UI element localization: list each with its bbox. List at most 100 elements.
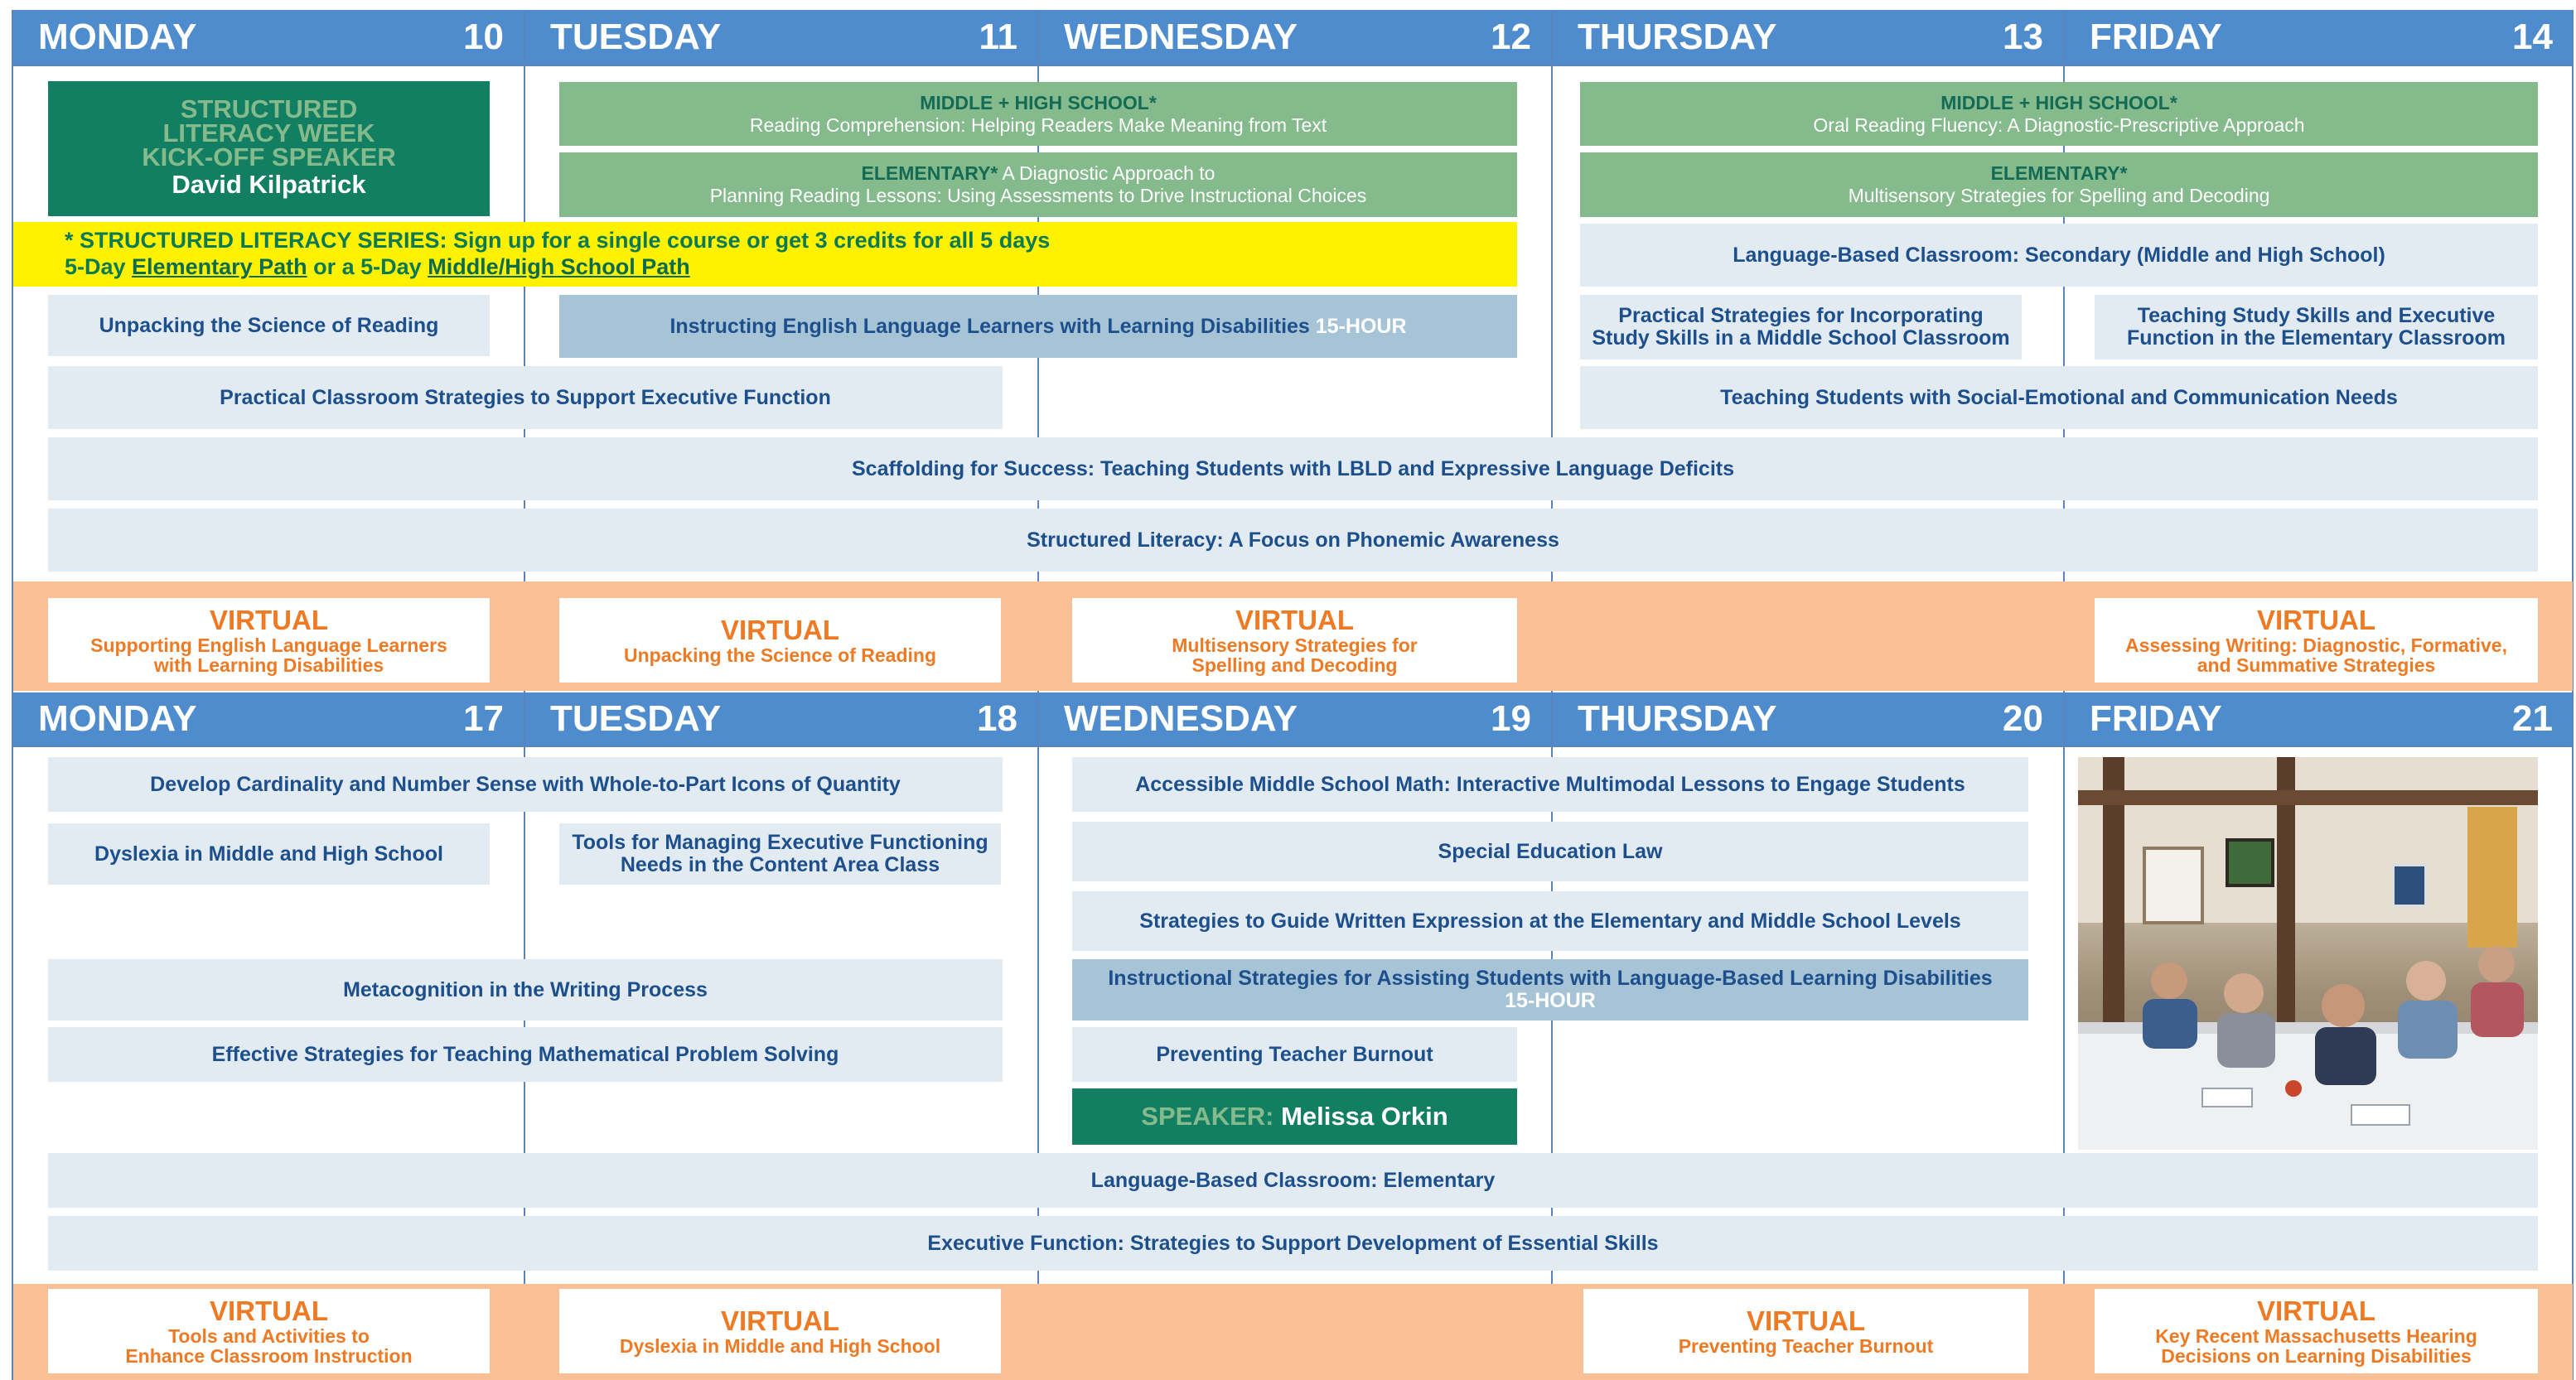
course-level-label: MIDDLE + HIGH SCHOOL* bbox=[920, 91, 1157, 113]
course-tools-executive-functioning[interactable]: Tools for Managing Executive Functioning… bbox=[559, 823, 1001, 885]
course-title: Effective Strategies for Teaching Mathem… bbox=[211, 1042, 839, 1066]
day-name: TUESDAY bbox=[550, 17, 722, 57]
virtual-title-line2: Decisions on Learning Disabilities bbox=[2161, 1345, 2472, 1367]
day-number: 10 bbox=[463, 17, 504, 57]
course-title: Instructional Strategies for Assisting S… bbox=[1108, 967, 1993, 990]
middle-high-path-link[interactable]: Middle/High School Path bbox=[428, 254, 690, 279]
kickoff-line2: LITERACY WEEK bbox=[162, 118, 375, 147]
virtual-course-dyslexia[interactable]: VIRTUAL Dyslexia in Middle and High Scho… bbox=[559, 1289, 1001, 1373]
day-name: MONDAY bbox=[38, 698, 197, 739]
virtual-title-line1: Assessing Writing: Diagnostic, Formative… bbox=[2125, 635, 2507, 656]
course-oral-reading-fluency[interactable]: MIDDLE + HIGH SCHOOL* Oral Reading Fluen… bbox=[1580, 82, 2538, 146]
virtual-course-supporting-ell[interactable]: VIRTUAL Supporting English Language Lear… bbox=[48, 598, 490, 683]
course-cardinality-number-sense[interactable]: Develop Cardinality and Number Sense wit… bbox=[48, 757, 1003, 812]
day-name: WEDNESDAY bbox=[1064, 698, 1298, 739]
course-diagnostic-approach[interactable]: ELEMENTARY* A Diagnostic Approach to Pla… bbox=[559, 152, 1517, 217]
day-number: 20 bbox=[2003, 698, 2043, 739]
course-scaffolding-for-success[interactable]: Scaffolding for Success: Teaching Studen… bbox=[48, 437, 2538, 500]
virtual-title-line1: Unpacking the Science of Reading bbox=[623, 644, 937, 666]
course-instructing-ell[interactable]: Instructing English Language Learners wi… bbox=[559, 295, 1517, 358]
day-header-wednesday-19: WEDNESDAY 19 bbox=[1039, 692, 1551, 745]
virtual-course-teacher-burnout[interactable]: VIRTUAL Preventing Teacher Burnout bbox=[1583, 1289, 2028, 1373]
course-study-skills-elementary[interactable]: Teaching Study Skills and Executive Func… bbox=[2095, 295, 2538, 359]
speaker-label: SPEAKER: bbox=[1141, 1102, 1274, 1131]
course-level-label: MIDDLE + HIGH SCHOOL* bbox=[1940, 91, 2177, 113]
course-title-line2: Study Skills in a Middle School Classroo… bbox=[1592, 326, 2010, 350]
virtual-tag: VIRTUAL bbox=[1235, 605, 1354, 635]
hours-badge: 15-HOUR bbox=[1309, 314, 1407, 338]
course-study-skills-middle-school[interactable]: Practical Strategies for Incorporating S… bbox=[1580, 295, 2022, 359]
course-executive-function-strategies[interactable]: Executive Function: Strategies to Suppor… bbox=[48, 1216, 2538, 1271]
virtual-course-multisensory[interactable]: VIRTUAL Multisensory Strategies for Spel… bbox=[1072, 598, 1517, 683]
classroom-photo-illustration bbox=[2078, 757, 2538, 1150]
course-math-problem-solving[interactable]: Effective Strategies for Teaching Mathem… bbox=[48, 1027, 1003, 1082]
course-title: Instructing English Language Learners wi… bbox=[669, 314, 1407, 338]
virtual-tag: VIRTUAL bbox=[721, 1305, 839, 1336]
course-title-line1: Teaching Study Skills and Executive bbox=[2137, 304, 2496, 327]
course-written-expression[interactable]: Strategies to Guide Written Expression a… bbox=[1072, 891, 2028, 951]
course-title: Language-Based Classroom: Elementary bbox=[1090, 1168, 1496, 1192]
course-preventing-teacher-burnout[interactable]: Preventing Teacher Burnout bbox=[1072, 1027, 1517, 1082]
course-title: Oral Reading Fluency: A Diagnostic-Presc… bbox=[1813, 113, 2305, 136]
course-reading-comprehension[interactable]: MIDDLE + HIGH SCHOOL* Reading Comprehens… bbox=[559, 82, 1517, 146]
course-metacognition-writing[interactable]: Metacognition in the Writing Process bbox=[48, 959, 1003, 1021]
course-title-line2: Function in the Elementary Classroom bbox=[2126, 326, 2506, 350]
course-instructional-strategies-lbld[interactable]: Instructional Strategies for Assisting S… bbox=[1072, 959, 2028, 1021]
virtual-course-tools-activities[interactable]: VIRTUAL Tools and Activities to Enhance … bbox=[48, 1289, 490, 1373]
course-title: Unpacking the Science of Reading bbox=[99, 313, 439, 337]
course-title-line1: Practical Strategies for Incorporating bbox=[1618, 304, 1984, 327]
day-number: 11 bbox=[979, 17, 1017, 57]
day-name: WEDNESDAY bbox=[1064, 17, 1298, 57]
course-title: Special Education Law bbox=[1438, 839, 1663, 863]
virtual-course-unpacking-science[interactable]: VIRTUAL Unpacking the Science of Reading bbox=[559, 598, 1001, 683]
virtual-tag: VIRTUAL bbox=[210, 1296, 328, 1326]
course-dyslexia-middle-high[interactable]: Dyslexia in Middle and High School bbox=[48, 823, 490, 885]
grid-line-col1 bbox=[524, 10, 525, 1380]
day-number: 17 bbox=[463, 698, 504, 739]
speaker-name: Melissa Orkin bbox=[1274, 1102, 1448, 1131]
day-name: MONDAY bbox=[38, 17, 197, 57]
kickoff-line1: STRUCTURED bbox=[180, 94, 358, 123]
course-title: Preventing Teacher Burnout bbox=[1156, 1042, 1433, 1066]
course-social-emotional-communication[interactable]: Teaching Students with Social-Emotional … bbox=[1580, 366, 2538, 429]
course-practical-executive-function[interactable]: Practical Classroom Strategies to Suppor… bbox=[48, 366, 1003, 429]
day-number: 21 bbox=[2512, 698, 2553, 739]
day-header-monday-10: MONDAY 10 bbox=[13, 10, 524, 65]
course-lbc-secondary[interactable]: Language-Based Classroom: Secondary (Mid… bbox=[1580, 224, 2538, 287]
virtual-tag: VIRTUAL bbox=[1747, 1305, 1865, 1336]
course-title-line2: Needs in the Content Area Class bbox=[620, 853, 940, 876]
course-title: Dyslexia in Middle and High School bbox=[94, 842, 443, 866]
course-title: Develop Cardinality and Number Sense wit… bbox=[150, 772, 901, 796]
virtual-title-line1: Dyslexia in Middle and High School bbox=[619, 1335, 941, 1357]
day-header-monday-17: MONDAY 17 bbox=[13, 692, 524, 745]
course-lbc-elementary[interactable]: Language-Based Classroom: Elementary bbox=[48, 1153, 2538, 1208]
course-title-text: Instructing English Language Learners wi… bbox=[669, 314, 1310, 338]
course-multisensory-spelling-decoding[interactable]: ELEMENTARY* Multisensory Strategies for … bbox=[1580, 152, 2538, 217]
course-phonemic-awareness[interactable]: Structured Literacy: A Focus on Phonemic… bbox=[48, 509, 2538, 572]
virtual-course-assessing-writing[interactable]: VIRTUAL Assessing Writing: Diagnostic, F… bbox=[2095, 598, 2538, 683]
series-mid: or a 5-Day bbox=[307, 254, 428, 279]
hours-badge: 15-HOUR bbox=[1505, 989, 1596, 1012]
day-number: 19 bbox=[1491, 698, 1531, 739]
virtual-title-line2: Enhance Classroom Instruction bbox=[125, 1345, 413, 1367]
kickoff-speaker-card[interactable]: STRUCTURED LITERACY WEEK KICK-OFF SPEAKE… bbox=[48, 81, 490, 216]
virtual-title-line2: and Summative Strategies bbox=[2197, 654, 2436, 676]
course-special-education-law[interactable]: Special Education Law bbox=[1072, 822, 2028, 881]
structured-literacy-series-banner: * STRUCTURED LITERACY SERIES: Sign up fo… bbox=[13, 222, 1517, 287]
course-unpacking-science-of-reading[interactable]: Unpacking the Science of Reading bbox=[48, 295, 490, 356]
course-title: Strategies to Guide Written Expression a… bbox=[1139, 909, 1961, 933]
series-line2: 5-Day Elementary Path or a 5-Day Middle/… bbox=[65, 253, 1517, 280]
course-accessible-middle-school-math[interactable]: Accessible Middle School Math: Interacti… bbox=[1072, 757, 2028, 812]
virtual-course-massachusetts-hearing[interactable]: VIRTUAL Key Recent Massachusetts Hearing… bbox=[2095, 1289, 2538, 1373]
course-level-label: ELEMENTARY* bbox=[1990, 162, 2128, 184]
day-header-tuesday-11: TUESDAY 11 bbox=[525, 10, 1037, 65]
course-title-line1: ELEMENTARY* A Diagnostic Approach to bbox=[862, 162, 1216, 185]
speaker-melissa-orkin[interactable]: SPEAKER: Melissa Orkin bbox=[1072, 1088, 1517, 1145]
elementary-path-link[interactable]: Elementary Path bbox=[132, 254, 307, 279]
virtual-title-line2: with Learning Disabilities bbox=[153, 654, 384, 676]
course-title: Teaching Students with Social-Emotional … bbox=[1720, 385, 2398, 409]
course-title: Multisensory Strategies for Spelling and… bbox=[1848, 185, 2270, 206]
